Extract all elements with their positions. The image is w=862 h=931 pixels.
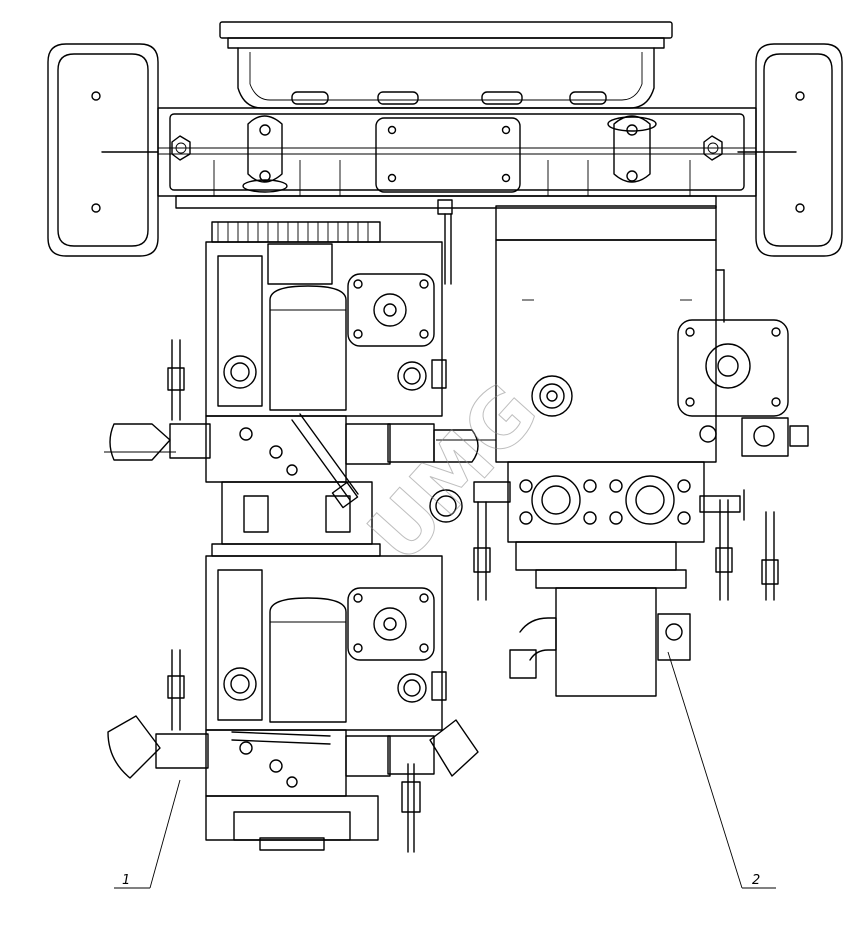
callout-2-label: 2 xyxy=(752,873,760,888)
left-mount-bracket xyxy=(47,43,159,257)
callout-1-label: 1 xyxy=(122,873,130,888)
callout-2: 2 xyxy=(667,651,776,889)
right-gear-unit xyxy=(495,205,809,463)
lower-valve-block xyxy=(107,715,479,853)
lower-pump xyxy=(167,555,447,731)
right-manifold xyxy=(429,461,779,601)
callout-1: 1 xyxy=(114,779,181,889)
frame-beam xyxy=(157,107,757,285)
upper-pump xyxy=(167,221,447,421)
lower-gear-housing xyxy=(509,587,691,697)
right-mount-bracket xyxy=(737,43,843,257)
watermark-logo: UMG xyxy=(352,367,556,580)
top-tank xyxy=(219,21,673,109)
